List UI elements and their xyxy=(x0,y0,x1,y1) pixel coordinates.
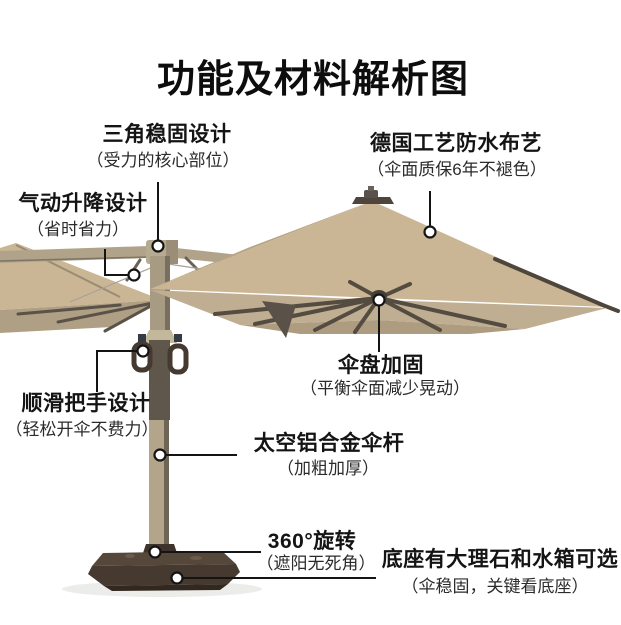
main-canopy xyxy=(150,186,620,338)
callout-pneumatic-lift-label: 气动升降设计 xyxy=(18,192,148,215)
callout-rotation-sub: （遮阳无死角） xyxy=(256,554,376,573)
callout-triangle-design-label: 三角稳固设计 xyxy=(102,123,232,146)
dot-aluminum-pole xyxy=(153,448,167,462)
dot-pneumatic-lift xyxy=(127,268,141,282)
callout-base-options-label: 底座有大理石和水箱可选 xyxy=(381,548,619,571)
peak-finial xyxy=(364,190,378,198)
base-bottom-edge xyxy=(104,584,228,591)
callout-waterproof-fabric-sub: （伞面质保6年不褪色） xyxy=(367,160,547,179)
dot-rotation xyxy=(148,545,162,559)
callout-hub-reinforcement-label: 伞盘加固 xyxy=(338,354,424,377)
page-title: 功能及材料解析图 xyxy=(156,59,470,101)
dot-base-options xyxy=(170,571,184,585)
handle-clip-right xyxy=(174,334,182,342)
callout-aluminum-pole-sub: （加粗加厚） xyxy=(277,459,379,478)
pole-grip-section xyxy=(149,340,170,420)
callout-waterproof-fabric-label: 德国工艺防水布艺 xyxy=(370,132,542,155)
left-canopy-ribs xyxy=(16,300,160,333)
leader-pneumatic-lift xyxy=(104,249,129,276)
dot-hub-reinforcement xyxy=(372,293,386,307)
pole-lower-edge xyxy=(164,420,169,553)
base-highlight xyxy=(125,554,135,558)
callout-hub-reinforcement-sub: （平衡伞面减少晃动） xyxy=(300,379,470,398)
crossbar-edge xyxy=(0,256,149,262)
callout-triangle-design-sub: （受力的核心部位） xyxy=(86,151,240,170)
dot-triangle-design xyxy=(151,239,165,253)
handle-clip-left xyxy=(138,334,146,342)
pole-collar xyxy=(143,330,177,343)
peak-finial-tip xyxy=(368,186,374,191)
callout-dots xyxy=(127,225,437,585)
callout-lines xyxy=(96,182,431,579)
callout-base-options-sub: （伞稳固，关键看底座） xyxy=(401,577,589,596)
callout-pneumatic-lift-sub: （省时省力） xyxy=(27,220,129,239)
callout-smooth-handle-sub: （轻松开伞不费力） xyxy=(5,420,159,439)
crank-handle-right xyxy=(167,343,189,375)
main-canopy-valance xyxy=(240,320,525,334)
leader-smooth-handle xyxy=(96,350,137,392)
peak-cap xyxy=(352,197,394,204)
main-canopy-ridge-rib xyxy=(493,257,620,313)
umbrella-base xyxy=(62,544,262,597)
callout-smooth-handle-label: 顺滑把手设计 xyxy=(21,392,151,415)
crank-handle-left xyxy=(131,341,153,373)
pole-lower-assembly xyxy=(131,330,189,553)
base-body xyxy=(88,564,240,586)
callout-aluminum-pole-label: 太空铝合金伞杆 xyxy=(253,432,405,455)
callout-rotation-label: 360°旋转 xyxy=(267,530,357,553)
valance-flap xyxy=(262,301,296,338)
main-canopy-top-face xyxy=(150,201,607,307)
dot-smooth-handle xyxy=(136,344,150,358)
main-canopy-ribs xyxy=(213,280,507,334)
dot-waterproof-fabric xyxy=(423,225,437,239)
base-top-face xyxy=(92,551,236,566)
base-highlight xyxy=(190,556,202,560)
